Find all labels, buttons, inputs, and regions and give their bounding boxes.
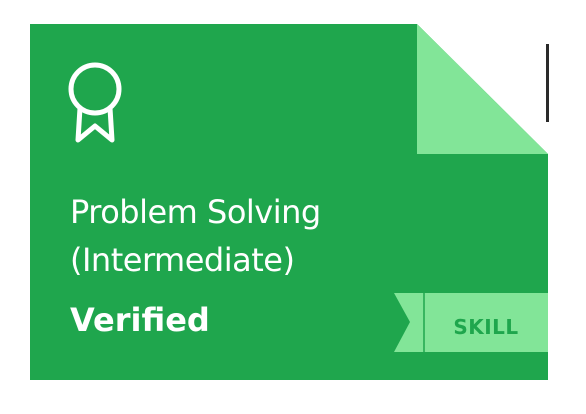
tag-background <box>424 293 548 352</box>
title-line-2: (Intermediate) <box>70 241 295 279</box>
verified-status: Verified <box>70 301 210 339</box>
tag-ribbon-tail <box>394 293 424 352</box>
title-line-1: Problem Solving <box>70 193 321 231</box>
edge-mark <box>546 44 549 122</box>
badge-title: Problem Solving (Intermediate) <box>70 188 321 284</box>
skill-tag-label: SKILL <box>453 315 519 339</box>
folded-corner <box>417 24 548 154</box>
award-ribbon-icon <box>68 62 122 143</box>
